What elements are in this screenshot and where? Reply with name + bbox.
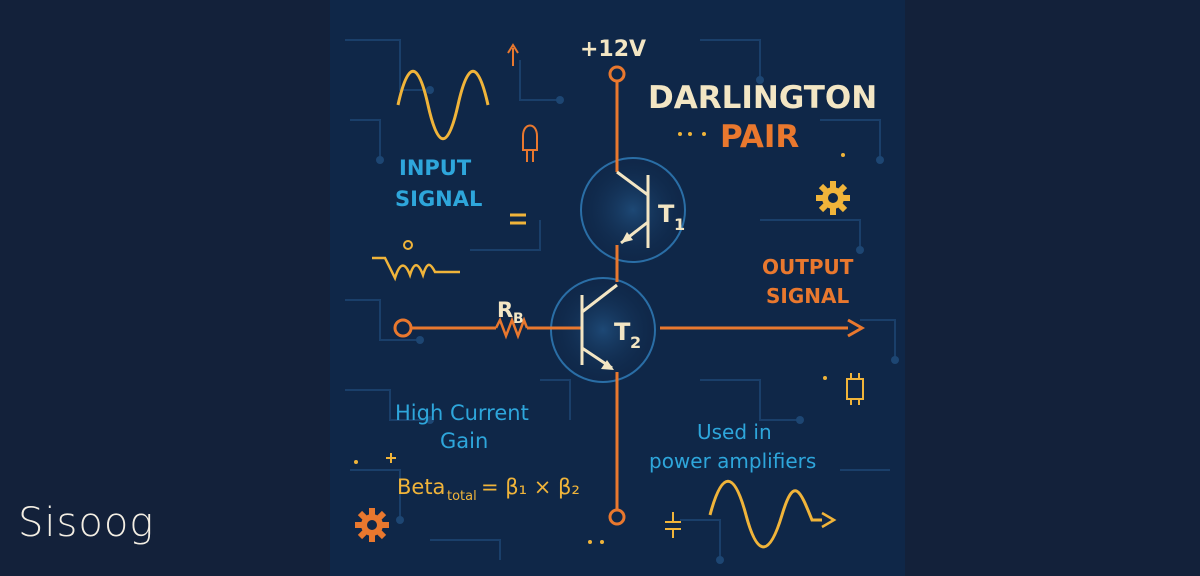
sisoog-logo: Sisoog bbox=[18, 500, 155, 546]
t1-circle bbox=[580, 157, 686, 263]
t2-glow bbox=[543, 270, 663, 390]
title-line2: PAIR bbox=[720, 119, 799, 155]
t1-glow bbox=[573, 150, 693, 270]
resistor-subscript: B bbox=[513, 311, 524, 327]
formula-prefix: Beta bbox=[397, 475, 445, 499]
ground-terminal bbox=[608, 508, 626, 526]
circuit-nodes bbox=[376, 76, 899, 564]
t1-emitter-arrow bbox=[621, 232, 633, 243]
equals-icon bbox=[510, 213, 526, 225]
supply-terminal bbox=[608, 65, 626, 83]
t2-label: T bbox=[614, 318, 631, 346]
output-label-line2: SIGNAL bbox=[766, 284, 849, 308]
output-wave-icon bbox=[708, 480, 822, 549]
title-line1: DARLINGTON bbox=[648, 80, 877, 116]
gain-line1: High Current bbox=[395, 401, 529, 425]
output-arrow bbox=[847, 318, 866, 338]
output-label-line1: OUTPUT bbox=[762, 255, 854, 279]
t1-subscript: 1 bbox=[674, 215, 685, 234]
input-wave-icon bbox=[396, 70, 490, 140]
wave-arrow-icon bbox=[821, 511, 837, 529]
formula-subscript: total bbox=[447, 489, 477, 504]
small-node-icon bbox=[403, 240, 413, 250]
t1-label: T bbox=[658, 200, 675, 228]
t2-emitter-arrow bbox=[601, 360, 614, 370]
led-icon bbox=[522, 124, 538, 162]
input-terminal bbox=[393, 318, 413, 338]
gear-icon bbox=[816, 181, 850, 215]
t2-circle bbox=[550, 277, 656, 383]
usage-line1: Used in bbox=[697, 420, 772, 444]
gain-line2: Gain bbox=[440, 429, 488, 453]
input-label-line2: SIGNAL bbox=[395, 187, 482, 211]
noisy-signal-icon bbox=[372, 256, 460, 282]
usage-line2: power amplifiers bbox=[649, 449, 816, 473]
t2-subscript: 2 bbox=[630, 333, 641, 352]
capacitor-icon bbox=[665, 512, 681, 538]
formula-rest: = β₁ × β₂ bbox=[481, 475, 580, 499]
resistor-label: R bbox=[497, 298, 513, 322]
plus-icon bbox=[386, 453, 396, 463]
main-wires bbox=[410, 82, 848, 510]
chip-icon bbox=[846, 373, 864, 405]
up-arrow-icon bbox=[507, 43, 519, 66]
input-label-line1: INPUT bbox=[399, 156, 472, 180]
supply-label: +12V bbox=[580, 37, 646, 62]
resistor-rb bbox=[494, 316, 529, 340]
circuit-traces bbox=[345, 39, 896, 560]
gear-icon-bottom bbox=[355, 508, 389, 542]
dots-decoration bbox=[354, 132, 845, 544]
